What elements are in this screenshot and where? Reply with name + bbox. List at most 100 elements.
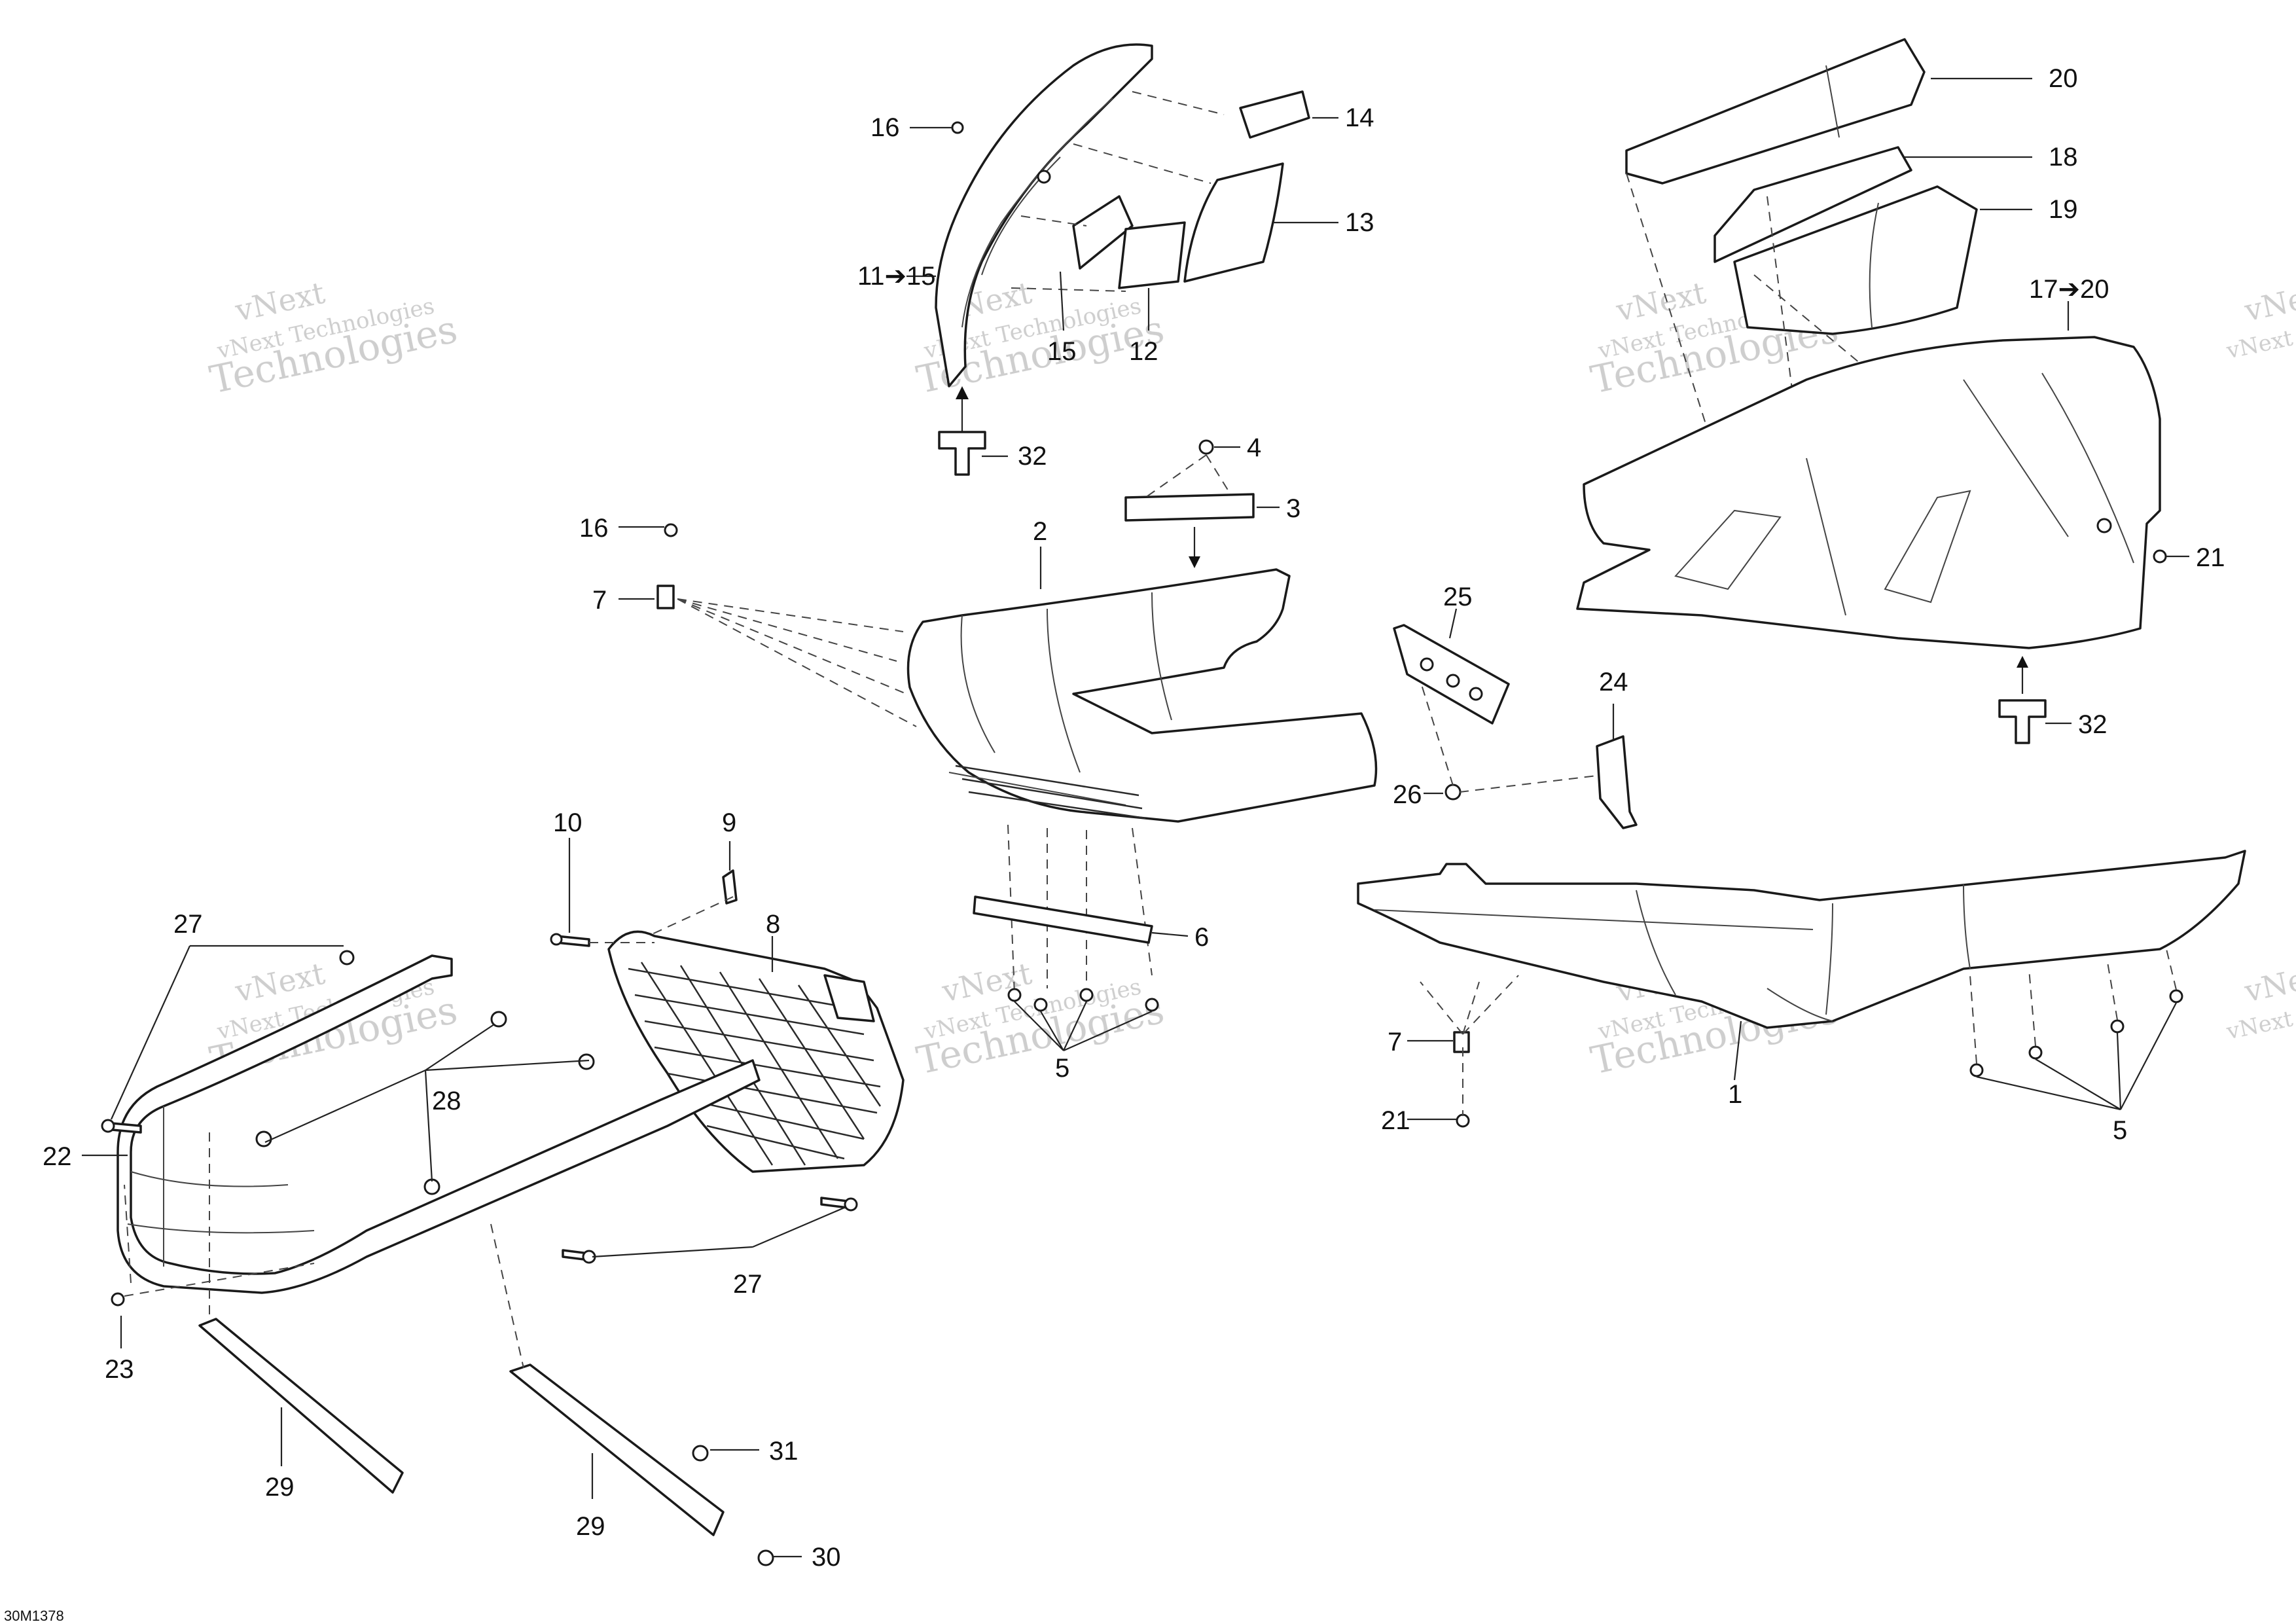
screw-5b bbox=[1033, 998, 1048, 1012]
callout-29-left: 29 bbox=[265, 1473, 295, 1502]
side-panel-assembly bbox=[935, 43, 1310, 476]
lower-pan-assembly bbox=[1357, 850, 2246, 1128]
fairing-vent-1 bbox=[1674, 509, 1782, 590]
clip-7-left bbox=[656, 585, 675, 609]
nut-28a bbox=[490, 1011, 507, 1028]
screw-5-right-a bbox=[1969, 1063, 1984, 1077]
strip-29-left bbox=[198, 1318, 404, 1494]
arrow-head bbox=[1189, 556, 1200, 568]
bolt-27-left-head bbox=[101, 1119, 115, 1133]
screw-21-bottom bbox=[1456, 1113, 1470, 1128]
panel-18-part bbox=[1713, 146, 1912, 263]
pan-vent bbox=[955, 765, 1146, 820]
fairing-contour bbox=[1806, 372, 2134, 616]
bracket-assembly bbox=[1393, 624, 1638, 829]
leader-lines bbox=[82, 77, 2189, 1558]
pad-14-part bbox=[1239, 90, 1310, 139]
callout-27-left: 27 bbox=[173, 910, 203, 939]
callout-18: 18 bbox=[2049, 143, 2078, 171]
assembly-line bbox=[589, 896, 734, 943]
clip-7-right bbox=[1453, 1031, 1470, 1053]
side-panel-hole bbox=[1037, 170, 1051, 184]
callout-28: 28 bbox=[432, 1087, 461, 1115]
watermark-4: vNext vNext Technologies bbox=[2224, 275, 2296, 365]
nut-31 bbox=[692, 1445, 709, 1462]
callout-32-right: 32 bbox=[2078, 710, 2108, 739]
callout-26: 26 bbox=[1393, 780, 1422, 809]
svg-text:vNext: vNext bbox=[2241, 275, 2296, 329]
watermark-1: vNext vNext Technologies Technologies bbox=[206, 275, 461, 403]
callout-7-right: 7 bbox=[1388, 1028, 1402, 1056]
bolt-30 bbox=[757, 1549, 774, 1566]
nut-26 bbox=[1444, 784, 1462, 801]
callout-31: 31 bbox=[769, 1437, 798, 1466]
assembly-line bbox=[1145, 454, 1231, 498]
callout-16-mid: 16 bbox=[579, 514, 609, 543]
clip-32-top bbox=[938, 431, 986, 476]
side-panel-edge-line bbox=[961, 98, 1113, 328]
fairing-vent-2 bbox=[1884, 490, 1971, 604]
callout-5-right: 5 bbox=[2113, 1116, 2127, 1145]
callout-25: 25 bbox=[1443, 583, 1473, 611]
svg-text:vNext: vNext bbox=[2241, 956, 2296, 1009]
panel-19-seam bbox=[1869, 202, 1879, 328]
nut-28d bbox=[423, 1178, 440, 1195]
bolt-10-head bbox=[550, 933, 563, 946]
assembly-line bbox=[1132, 91, 1225, 115]
fairing-17-part bbox=[1576, 336, 2161, 649]
callout-8: 8 bbox=[766, 910, 780, 939]
screw-5-right-b bbox=[2028, 1045, 2043, 1060]
bracket-24-part bbox=[1596, 735, 1638, 829]
pad-12-part bbox=[1118, 221, 1186, 289]
callout-7-left: 7 bbox=[592, 586, 607, 615]
screw-16-top bbox=[951, 121, 964, 134]
callout-16-top: 16 bbox=[870, 113, 900, 142]
callout-4: 4 bbox=[1247, 433, 1261, 462]
callout-24: 24 bbox=[1599, 668, 1628, 696]
panel-19-part bbox=[1733, 185, 1978, 335]
pan-1-contour bbox=[1374, 883, 1971, 1015]
bolt-27-right-head bbox=[844, 1197, 858, 1212]
assembly-line bbox=[1626, 173, 1873, 433]
assembly-line bbox=[1020, 215, 1087, 226]
callout-20: 20 bbox=[2049, 64, 2078, 93]
bumper-assembly bbox=[101, 869, 905, 1566]
callout-29-right: 29 bbox=[576, 1512, 605, 1541]
side-fairing-assembly bbox=[1576, 38, 2167, 744]
callout-19: 19 bbox=[2049, 195, 2078, 224]
callout-6: 6 bbox=[1194, 923, 1209, 952]
assembly-line bbox=[1420, 975, 1519, 1116]
pan-contour bbox=[948, 772, 1126, 806]
callout-10: 10 bbox=[553, 808, 583, 837]
bolt-27-right bbox=[820, 1197, 849, 1209]
screw-27-top bbox=[339, 950, 355, 965]
assembly-line bbox=[1011, 287, 1126, 292]
pan-1-part bbox=[1357, 850, 2246, 1029]
bracket-25-hole bbox=[1469, 687, 1483, 701]
clip-32-right bbox=[1998, 699, 2047, 744]
pad-13-part bbox=[1183, 162, 1284, 283]
callout-15: 15 bbox=[1047, 337, 1077, 366]
watermark-8: vNext vNext Technologies bbox=[2224, 956, 2296, 1045]
grille-bracket bbox=[823, 974, 875, 1022]
screw-5-right-c bbox=[2110, 1019, 2125, 1034]
callout-17-20: 17➔20 bbox=[2029, 275, 2109, 304]
screw-23 bbox=[111, 1292, 125, 1307]
panel-20-seam bbox=[1825, 65, 1840, 138]
pad-15-part bbox=[1072, 195, 1134, 270]
callout-21-right: 21 bbox=[2196, 543, 2225, 572]
callout-27-bottom: 27 bbox=[733, 1270, 762, 1299]
bracket-25-hole bbox=[1446, 674, 1460, 688]
callout-14: 14 bbox=[1345, 103, 1374, 132]
strip-29-right bbox=[509, 1363, 725, 1536]
callout-labels: 16 14 13 11➔15 15 12 32 20 18 19 17➔20 2… bbox=[43, 64, 2225, 1572]
bumper-22-part bbox=[117, 954, 761, 1294]
screw-16-mid bbox=[664, 523, 678, 537]
diagram-ref-code: 30M1378 bbox=[4, 1608, 64, 1624]
assembly-line bbox=[1073, 143, 1211, 184]
callout-5-center: 5 bbox=[1055, 1054, 1069, 1083]
callout-30: 30 bbox=[812, 1543, 841, 1572]
assembly-line bbox=[490, 1223, 524, 1369]
